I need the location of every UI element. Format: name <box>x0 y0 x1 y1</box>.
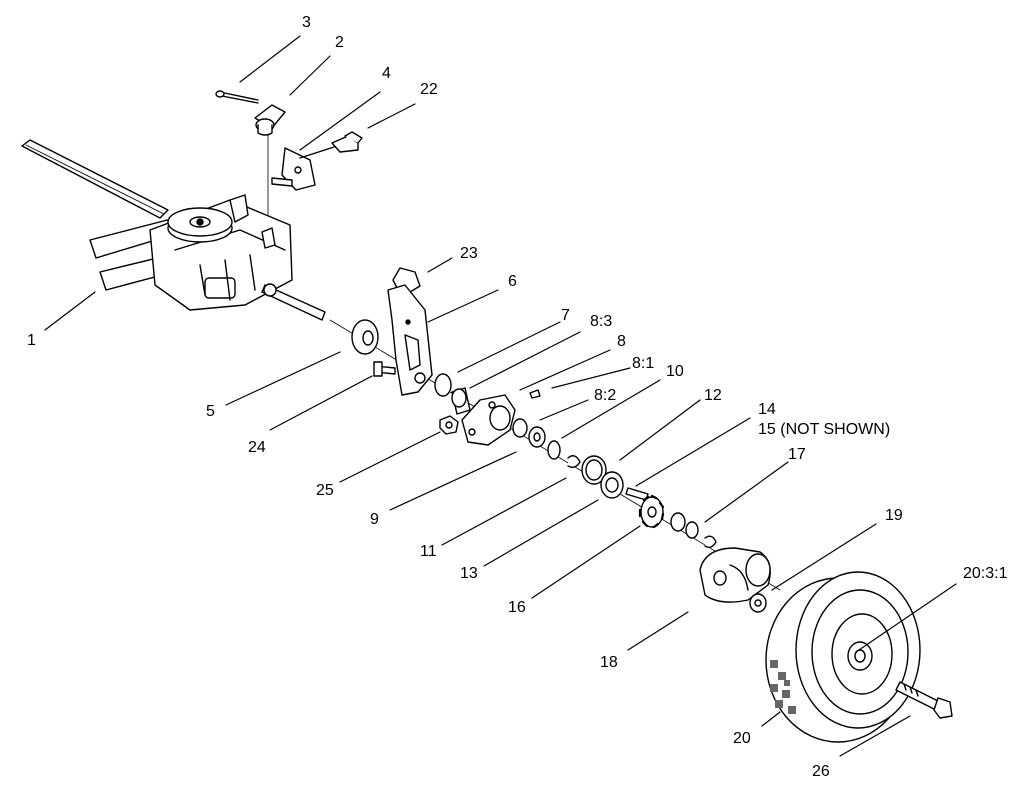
callout-17: 17 <box>788 446 806 463</box>
hex-bolt-22 <box>299 131 363 159</box>
wheel-20 <box>765 571 921 743</box>
bushing-8-3 <box>451 387 471 415</box>
bushing-7 <box>434 373 452 397</box>
callout-18: 18 <box>600 654 618 671</box>
callout-8-3: 8:3 <box>590 313 613 330</box>
callout-8-1: 8:1 <box>632 355 655 372</box>
callout-8-2: 8:2 <box>594 387 617 404</box>
washer-10 <box>528 426 546 448</box>
seal-12 <box>581 455 607 485</box>
callout-26: 26 <box>812 763 830 780</box>
transmission-assembly <box>21 139 326 321</box>
callout-15: 15 (NOT SHOWN) <box>758 421 891 438</box>
callout-9: 9 <box>370 511 379 528</box>
callout-16: 16 <box>508 599 526 616</box>
callout-12: 12 <box>704 387 722 404</box>
height-knob <box>254 104 286 136</box>
bearing-13 <box>600 471 624 499</box>
axle-bolt-26 <box>895 681 953 719</box>
washer-5 <box>351 319 379 355</box>
callout-4: 4 <box>382 65 391 82</box>
pivot-bracket <box>271 147 316 191</box>
pinion-gear-16 <box>638 494 665 529</box>
callout-11: 11 <box>420 543 437 560</box>
callout-23: 23 <box>460 245 478 262</box>
callout-22: 22 <box>420 81 438 98</box>
callout-8: 8 <box>617 333 626 350</box>
gear-cover-18 <box>699 547 771 603</box>
leader-lines <box>44 35 957 757</box>
callout-6: 6 <box>508 273 517 290</box>
spacer-17 <box>670 512 717 549</box>
adjuster-plate <box>387 284 433 396</box>
callout-14: 14 <box>758 401 776 418</box>
callout-10: 10 <box>666 363 684 380</box>
callout-19: 19 <box>885 507 903 524</box>
washer-11 <box>547 440 561 460</box>
callout-2: 2 <box>335 34 344 51</box>
callout-20-3-1: 20:3:1 <box>963 565 1008 582</box>
screw-24 <box>373 361 396 377</box>
nut-25 <box>439 415 459 435</box>
callout-13: 13 <box>460 565 478 582</box>
screw-8-1 <box>529 389 541 399</box>
axle-bracket-9 <box>461 394 516 446</box>
callout-20: 20 <box>733 730 751 747</box>
retaining-ring <box>567 455 581 469</box>
callout-5: 5 <box>206 403 215 420</box>
callout-24: 24 <box>248 439 266 456</box>
callout-25: 25 <box>316 482 334 499</box>
callout-3: 3 <box>302 14 311 31</box>
callout-1: 1 <box>27 332 36 349</box>
washer-19 <box>749 593 767 613</box>
callout-7: 7 <box>561 307 570 324</box>
cotter-pin <box>215 90 259 104</box>
bearing-8-2 <box>512 418 528 438</box>
